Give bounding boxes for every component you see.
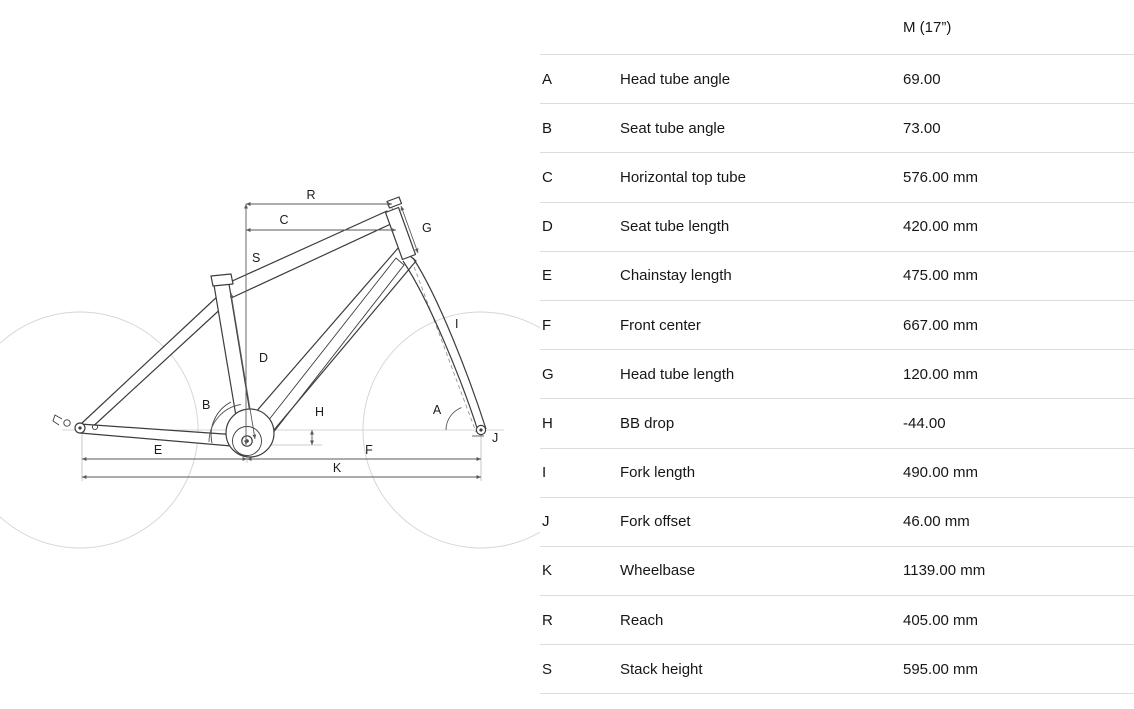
reference-lines xyxy=(62,199,504,481)
dim-seat-angle-arc xyxy=(208,404,241,443)
label-fork-length: I xyxy=(455,317,458,331)
row-name: Front center xyxy=(620,316,701,334)
dim-head-angle-arc xyxy=(445,407,462,431)
label-front-center: F xyxy=(365,443,373,457)
geometry-table-row: G Head tube length 120.00 mm xyxy=(540,350,1134,400)
geometry-table-row: F Front center 667.00 mm xyxy=(540,301,1134,351)
front-axle-dot xyxy=(479,428,483,432)
dimension-labels: R C S G I D B H A J E F K xyxy=(154,188,498,475)
dimension-lines xyxy=(82,202,484,479)
label-seat-angle: B xyxy=(202,398,210,412)
label-head-tube: G xyxy=(422,221,432,235)
label-fork-offset: J xyxy=(492,431,498,445)
fork-blade-rear xyxy=(402,260,479,432)
row-letter: A xyxy=(542,70,553,88)
row-value: 420.00 mm xyxy=(903,218,979,236)
label-chainstay: E xyxy=(154,443,162,457)
row-name: Stack height xyxy=(620,660,703,678)
row-name: Head tube angle xyxy=(620,70,731,88)
row-value: 46.00 mm xyxy=(903,513,970,531)
dim-seat-tube xyxy=(229,292,257,440)
row-value: 475.00 mm xyxy=(903,267,979,285)
label-top-tube: C xyxy=(279,213,288,227)
row-letter: I xyxy=(542,464,547,482)
rear-axle-dot xyxy=(78,426,82,430)
row-name: Horizontal top tube xyxy=(620,168,746,186)
row-letter: G xyxy=(542,365,554,383)
row-name: BB drop xyxy=(620,414,675,432)
row-letter: F xyxy=(542,316,552,334)
label-reach: R xyxy=(306,188,315,202)
seat-collar xyxy=(210,273,234,287)
rear-stay-detail xyxy=(91,423,99,431)
geometry-table-row: J Fork offset 46.00 mm xyxy=(540,498,1134,547)
geometry-table-body: A Head tube angle 69.00 B Seat tube angl… xyxy=(540,55,1134,695)
label-stack: S xyxy=(252,251,260,265)
row-value: 1139.00 mm xyxy=(903,562,986,580)
row-name: Reach xyxy=(620,611,664,629)
headset-top xyxy=(386,196,403,209)
row-name: Fork length xyxy=(620,464,696,482)
geometry-table-header: M (17”) xyxy=(540,0,1134,55)
bike-geometry-svg: R C S G I D B H A J E F K xyxy=(0,188,540,549)
label-bb-drop: H xyxy=(315,405,324,419)
row-value: -44.00 xyxy=(903,414,946,432)
row-value: 576.00 mm xyxy=(903,168,979,186)
geometry-table-row: E Chainstay length 475.00 mm xyxy=(540,252,1134,301)
bike-geometry-diagram: R C S G I D B H A J E F K xyxy=(0,0,540,709)
label-head-angle: A xyxy=(433,403,442,417)
row-letter: J xyxy=(542,513,550,531)
fork-blade-front xyxy=(412,257,487,430)
geometry-table-row: B Seat tube angle 73.00 xyxy=(540,104,1134,154)
row-value: 69.00 xyxy=(903,70,941,88)
row-letter: R xyxy=(542,611,553,629)
size-column-header: M (17”) xyxy=(903,18,952,36)
row-name: Seat tube length xyxy=(620,218,730,236)
row-letter: K xyxy=(542,562,553,580)
row-letter: C xyxy=(542,168,553,186)
geometry-table-row: A Head tube angle 69.00 xyxy=(540,55,1134,105)
geometry-table-row: K Wheelbase 1139.00 mm xyxy=(540,547,1134,597)
geometry-table: M (17”) A Head tube angle 69.00 B Seat t… xyxy=(540,0,1134,709)
row-name: Head tube length xyxy=(620,365,735,383)
geometry-table-row: S Stack height 595.00 mm xyxy=(540,645,1134,695)
row-name: Chainstay length xyxy=(620,267,732,285)
geometry-table-row: R Reach 405.00 mm xyxy=(540,596,1134,646)
row-letter: B xyxy=(542,119,553,137)
row-letter: D xyxy=(542,218,553,236)
row-name: Seat tube angle xyxy=(620,119,726,137)
row-letter: E xyxy=(542,267,553,285)
geometry-table-row: I Fork length 490.00 mm xyxy=(540,449,1134,498)
label-wheelbase: K xyxy=(333,461,342,475)
geometry-table-row: C Horizontal top tube 576.00 mm xyxy=(540,153,1134,203)
row-name: Fork offset xyxy=(620,513,691,531)
row-value: 490.00 mm xyxy=(903,464,979,482)
row-value: 405.00 mm xyxy=(903,611,979,629)
row-letter: S xyxy=(542,660,553,678)
row-name: Wheelbase xyxy=(620,562,696,580)
qr-lever-detail xyxy=(52,414,63,426)
label-seat-tube: D xyxy=(259,351,268,365)
motor-housing xyxy=(225,408,275,458)
row-letter: H xyxy=(542,414,553,432)
row-value: 595.00 mm xyxy=(903,660,979,678)
bike-frame xyxy=(52,196,487,458)
row-value: 667.00 mm xyxy=(903,316,979,334)
dim-head-tube xyxy=(400,205,419,254)
rear-hanger-detail xyxy=(63,419,71,427)
motor-guard-arc xyxy=(210,401,232,444)
row-value: 120.00 mm xyxy=(903,365,979,383)
geometry-table-row: H BB drop -44.00 xyxy=(540,399,1134,449)
geometry-table-row: D Seat tube length 420.00 mm xyxy=(540,203,1134,252)
row-value: 73.00 xyxy=(903,119,941,137)
